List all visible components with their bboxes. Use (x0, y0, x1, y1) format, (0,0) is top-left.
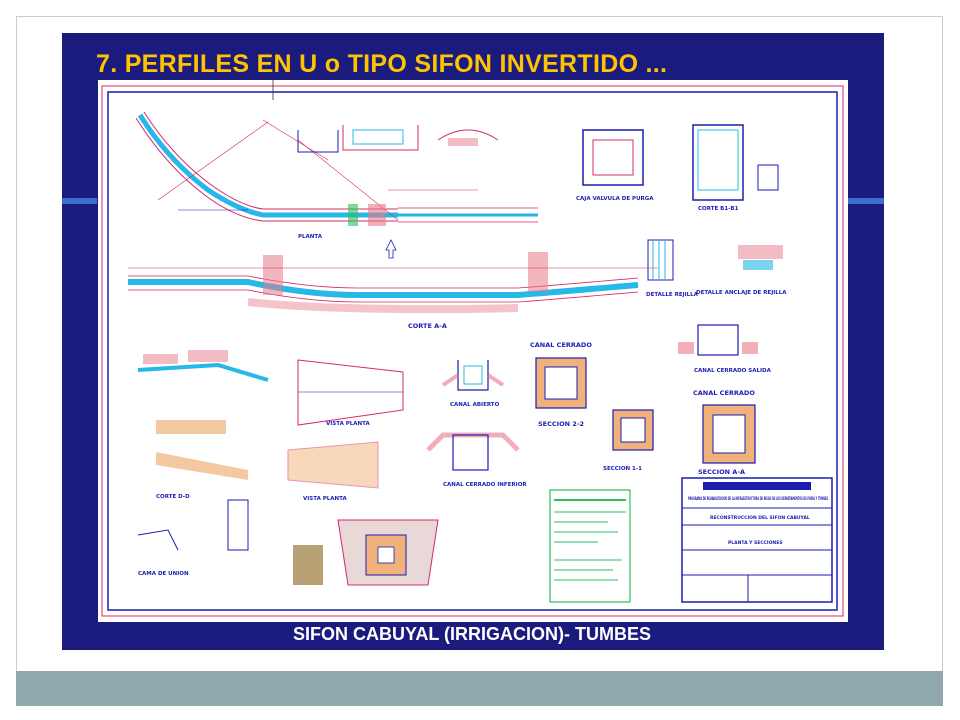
title-block-sheet: PLANTA Y SECCIONES (728, 540, 783, 546)
section-22: CANAL CERRADO SECCION 2-2 (530, 341, 592, 428)
outlet-section: CANAL CERRADO SALIDA (678, 324, 772, 374)
label-detalle-rejilla: DETALLE REJILLA (646, 292, 699, 298)
label-corte-b1: CORTE B1-B1 (698, 206, 739, 212)
sheet-border-inner (107, 91, 838, 611)
label-detalle-anclaje: DETALLE ANCLAJE DE REJILLA (696, 290, 787, 296)
label-corte-aa: CORTE A-A (408, 322, 447, 330)
cad-drawing-sheet: PLANTA CAJA VALVULA DE PURGA CORTE B1-B1 (98, 80, 848, 622)
label-camara-reunion: CAMA DE UNION (138, 571, 189, 577)
accent-stripe-left (62, 198, 97, 204)
small-details: CAMA DE UNION (137, 499, 323, 585)
label-canal-abierto: CANAL ABIERTO (450, 402, 500, 408)
valve-box: CAJA VALVULA DE PURGA (576, 129, 654, 202)
label-canal-cerrado-salida: CANAL CERRADO SALIDA (694, 368, 772, 374)
label-canal-cerrado-inf: CANAL CERRADO INFERIOR (443, 482, 527, 488)
label-planta: PLANTA (298, 234, 323, 240)
transition-plan-2: VISTA PLANTA (287, 441, 379, 502)
cad-drawing: PLANTA CAJA VALVULA DE PURGA CORTE B1-B1 (101, 80, 844, 617)
inlet-detail (137, 350, 269, 382)
top-sections (297, 125, 499, 153)
accent-stripe-right (848, 198, 884, 204)
inspection-pit (337, 519, 439, 586)
bottom-band (16, 671, 943, 706)
section-b1: CORTE B1-B1 (692, 124, 779, 212)
notes-box (549, 489, 631, 603)
label-seccion-aa: SECCION A-A (698, 468, 745, 476)
section-11: SECCION 1-1 (603, 409, 654, 472)
inclined-profile: PLANTA (135, 111, 538, 240)
label-canal-cerrado-1: CANAL CERRADO (530, 341, 592, 349)
section-aa: CANAL CERRADO SECCION A-A (693, 389, 756, 476)
closed-channel-lower: CANAL CERRADO INFERIOR (426, 432, 527, 488)
label-caja-valvula: CAJA VALVULA DE PURGA (576, 196, 654, 202)
title-block-work: RECONSTRUCCION DEL SIFON CABUYAL (710, 515, 810, 521)
label-corte-dd: CORTE D-D (156, 494, 190, 500)
label-vista-planta-2: VISTA PLANTA (303, 496, 347, 502)
section-dd: CORTE D-D (156, 420, 248, 500)
longitudinal-profile: CORTE A-A (128, 252, 658, 330)
slide-caption: SIFON CABUYAL (IRRIGACION)- TUMBES (292, 624, 651, 644)
label-canal-cerrado-2: CANAL CERRADO (693, 389, 755, 397)
grille-detail: DETALLE REJILLA DETALLE ANCLAJE DE REJIL… (646, 239, 787, 298)
sheet-border-outer (101, 85, 844, 617)
transition-plan: VISTA PLANTA (297, 359, 404, 427)
north-arrow (385, 239, 397, 259)
label-seccion-11: SECCION 1-1 (603, 466, 642, 472)
label-seccion-22: SECCION 2-2 (538, 420, 584, 428)
label-vista-planta-1: VISTA PLANTA (326, 421, 370, 427)
slide-title: 7. PERFILES EN U o TIPO SIFON INVERTIDO … (96, 50, 668, 78)
title-block: PROGRAMA DE REHABILITACION DE LA INFRAES… (681, 477, 833, 603)
title-block-project: PROGRAMA DE REHABILITACION DE LA INFRAES… (688, 496, 828, 502)
open-channel-section: CANAL ABIERTO (441, 360, 505, 408)
